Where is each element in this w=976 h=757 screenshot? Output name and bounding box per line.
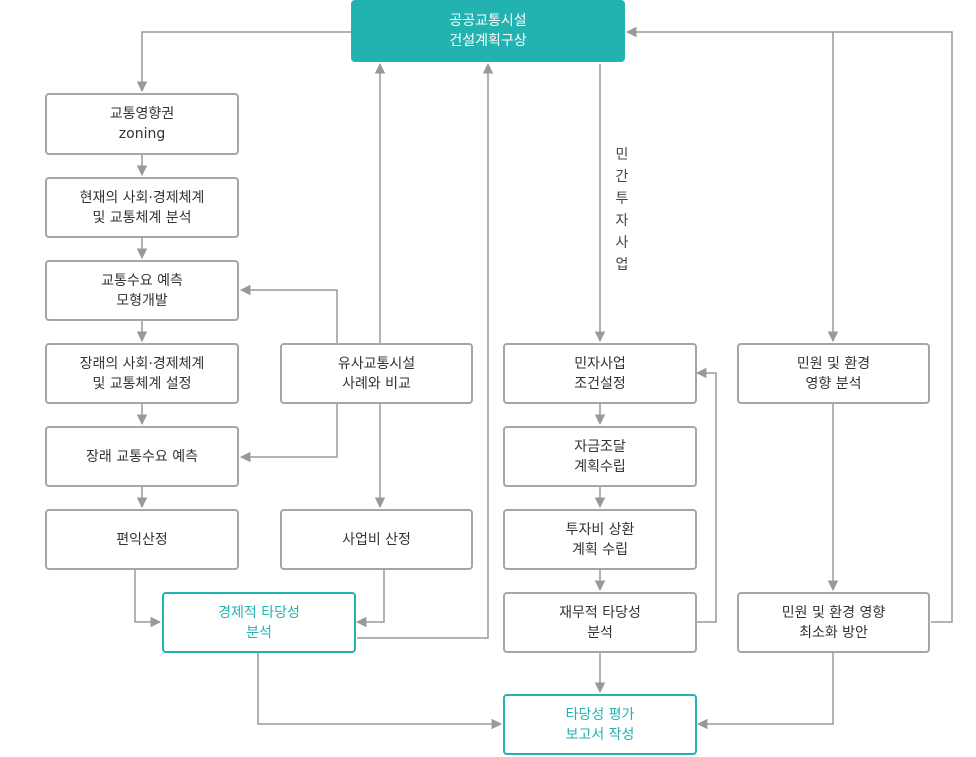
edge-similar-to-model [239,284,338,343]
node-demand-model: 교통수요 예측 모형개발 [45,260,239,321]
node-benefit: 편익산정 [45,509,239,570]
node-project-cost: 사업비 산정 [280,509,473,570]
node-private-conditions: 민자사업 조건설정 [503,343,697,404]
edge-fin-to-privatecond [695,367,717,623]
node-repayment-plan: 투자비 상환 계획 수립 [503,509,697,570]
edge-cost-to-econ [355,570,385,628]
edge-minimize-to-report [696,653,834,730]
private-investment-label: 민 간 투 자 사 업 [615,147,629,273]
node-economic-feasibility: 경제적 타당성 분석 [162,592,356,653]
edge-top-to-zoning [136,31,351,93]
node-construction-plan: 공공교통시설 건설계획구상 [351,0,625,62]
node-future-setting: 장래의 사회·경제체계 및 교통체계 설정 [45,343,239,404]
node-similar-cases: 유사교통시설 사례와 비교 [280,343,473,404]
node-traffic-zoning: 교통영향권 zoning [45,93,239,155]
edge-minimize-to-top [625,26,953,623]
edge-benefit-to-econ [134,570,162,628]
edge-econ-to-top [357,62,494,639]
node-complaint-environment: 민원 및 환경 영향 분석 [737,343,930,404]
node-funding-plan: 자금조달 계획수립 [503,426,697,487]
edge-econ-to-report [257,653,503,730]
node-minimization-plan: 민원 및 환경 영향 최소화 방안 [737,592,930,653]
node-financial-feasibility: 재무적 타당성 분석 [503,592,697,653]
node-current-analysis: 현재의 사회·경제체계 및 교통체계 분석 [45,177,239,238]
node-future-demand: 장래 교통수요 예측 [45,426,239,487]
edge-similar-to-futurepred [239,404,338,463]
node-feasibility-report: 타당성 평가 보고서 작성 [503,694,697,755]
